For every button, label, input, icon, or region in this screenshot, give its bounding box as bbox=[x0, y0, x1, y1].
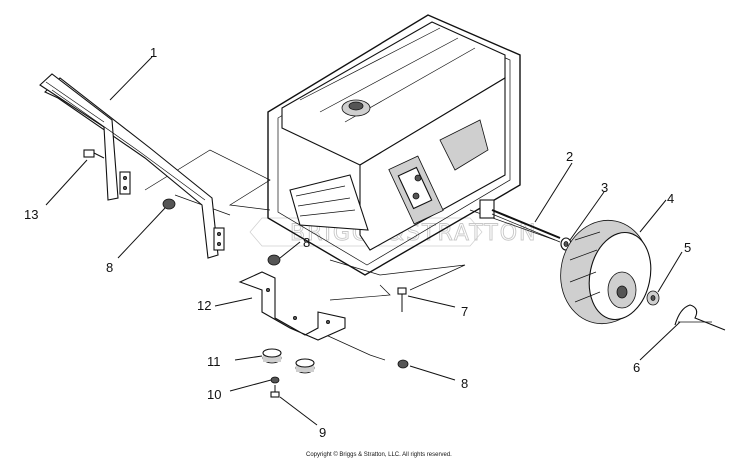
callout-2: 2 bbox=[566, 149, 573, 164]
bracket-part bbox=[238, 271, 346, 341]
callout-8-top: 8 bbox=[303, 235, 310, 250]
screw-9-part bbox=[270, 385, 280, 398]
bolt-13-part bbox=[83, 149, 105, 159]
washer-5-part bbox=[646, 290, 660, 306]
callout-12: 12 bbox=[197, 298, 211, 313]
nut-8-top-part bbox=[267, 254, 281, 266]
callout-3: 3 bbox=[601, 180, 608, 195]
rubber-mount-part bbox=[262, 348, 315, 374]
wheel-part bbox=[560, 219, 652, 325]
callout-8-handle: 8 bbox=[106, 260, 113, 275]
copyright-notice: Copyright © Briggs & Stratton, LLC. All … bbox=[306, 451, 452, 458]
callout-4: 4 bbox=[667, 191, 674, 206]
callout-5: 5 bbox=[684, 240, 691, 255]
callout-11: 11 bbox=[207, 354, 221, 369]
bolt-7-part bbox=[397, 287, 407, 312]
hitch-pin-part bbox=[674, 304, 726, 331]
callout-1: 1 bbox=[150, 45, 157, 60]
callout-labels: 1 2 3 4 5 6 7 8 8 8 9 10 11 12 13 bbox=[24, 45, 691, 440]
callout-6: 6 bbox=[633, 360, 640, 375]
callout-8-lower: 8 bbox=[461, 376, 468, 391]
generator-assembly bbox=[267, 14, 521, 276]
nut-8-handle-part bbox=[162, 198, 176, 210]
callout-13: 13 bbox=[24, 207, 38, 222]
nut-8-lower-part bbox=[397, 359, 409, 369]
callout-9: 9 bbox=[319, 425, 326, 440]
callout-7: 7 bbox=[461, 304, 468, 319]
handle-part bbox=[39, 73, 225, 259]
axle-part bbox=[491, 209, 561, 243]
washer-10-part bbox=[270, 376, 280, 384]
callout-10: 10 bbox=[207, 387, 221, 402]
callout-leader-lines bbox=[45, 56, 683, 426]
